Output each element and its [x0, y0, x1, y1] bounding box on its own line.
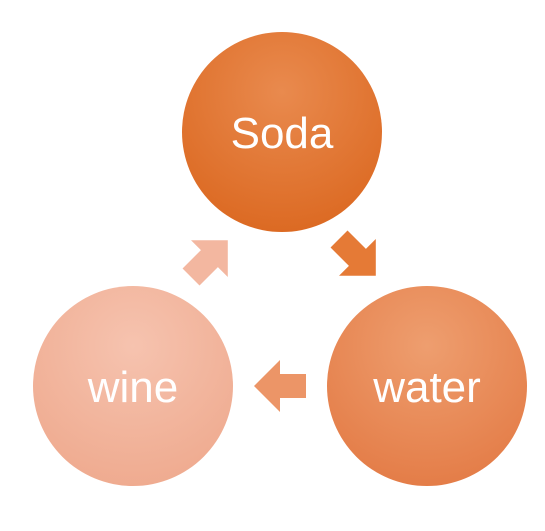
arrow-wine-to-soda: [182, 240, 228, 286]
node-water-circle: [327, 286, 527, 486]
arrow-water-to-wine-shape: [254, 360, 306, 412]
node-wine-label: wine: [87, 363, 179, 412]
node-water-label: water: [372, 363, 481, 412]
arrow-wine-to-soda-shape: [182, 240, 228, 286]
node-soda: Soda: [182, 32, 382, 232]
node-soda-circle: [182, 32, 382, 232]
arrow-soda-to-water: [330, 230, 376, 276]
node-wine-circle: [33, 286, 233, 486]
arrow-water-to-wine: [254, 360, 306, 412]
arrow-soda-to-water-shape: [330, 230, 376, 276]
node-soda-label: Soda: [231, 109, 334, 158]
node-wine: wine: [33, 286, 233, 486]
node-water: water: [327, 286, 527, 486]
